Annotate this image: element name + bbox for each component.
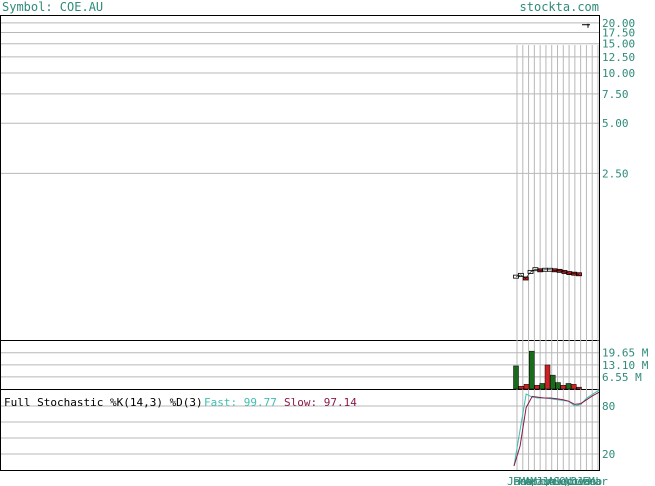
stochastic-panel (0, 389, 600, 471)
x-tick-label: Jan (576, 475, 596, 486)
x-tick-label: Aug (548, 475, 568, 486)
volume-bar (544, 364, 551, 390)
volume-bar (518, 385, 524, 390)
x-tick-label: Jul (542, 475, 562, 486)
x-tick-label: Mar (519, 475, 539, 486)
price-tick-label: 20.00 (602, 17, 635, 30)
site-label[interactable]: stockta.com (520, 0, 599, 14)
volume-bar (571, 384, 577, 390)
price-tick-label: 17.50 (602, 27, 635, 40)
price-tick-label: 7.50 (602, 88, 629, 101)
volume-bar (534, 385, 540, 390)
stochastic-tick-label: 20 (602, 448, 615, 461)
x-tick-label: Feb (513, 475, 533, 486)
x-tick-label: Feb (582, 475, 602, 486)
stochastic-tick-label: 80 (602, 400, 615, 413)
volume-bar (529, 350, 535, 390)
volume-bar (550, 374, 556, 390)
volume-bar (560, 385, 566, 390)
x-tick-label: Mar (588, 475, 608, 486)
volume-layer (513, 350, 582, 390)
price-layer (513, 23, 590, 281)
x-tick-label: May (530, 475, 550, 486)
volume-bar (565, 383, 572, 390)
volume-bar (555, 382, 561, 390)
stochastic-line-slow (513, 391, 600, 467)
price-tick-label: 15.00 (602, 38, 635, 51)
price-tick-label: 2.50 (602, 167, 629, 180)
x-tick-label: Nov (565, 475, 585, 486)
volume-tick-label: 19.65 M (602, 347, 649, 360)
stochastic-line-fast (513, 389, 600, 467)
volume-bar (576, 386, 582, 390)
stochastic-slow-label: Slow: 97.14 (284, 396, 357, 409)
price-panel (0, 15, 600, 341)
x-tick-label: Dec (571, 475, 591, 486)
price-tick-label: 12.50 (602, 51, 635, 64)
volume-tick-label: 6.55 M (602, 371, 642, 384)
volume-bar (513, 365, 519, 390)
stochastic-layer (513, 389, 600, 467)
volume-tick-label: 13.10 M (602, 359, 649, 372)
x-tick-label: Oct (559, 475, 579, 486)
stochastic-title: Full Stochastic %K(14,3) %D(3) (4, 396, 203, 409)
symbol-label: Symbol: COE.AU (2, 0, 103, 14)
x-tick-label: Jun (536, 475, 556, 486)
price-tick-label: 10.00 (602, 67, 635, 80)
volume-bar (539, 383, 545, 390)
x-tick-label: Jan (507, 475, 527, 486)
volume-bar (523, 384, 530, 390)
price-tick-label: 5.00 (602, 117, 629, 130)
x-tick-label: Apr (524, 475, 544, 486)
x-tick-label: Sep (553, 475, 573, 486)
price-line (515, 268, 580, 279)
stochastic-fast-label: Fast: 99.77 (204, 396, 277, 409)
